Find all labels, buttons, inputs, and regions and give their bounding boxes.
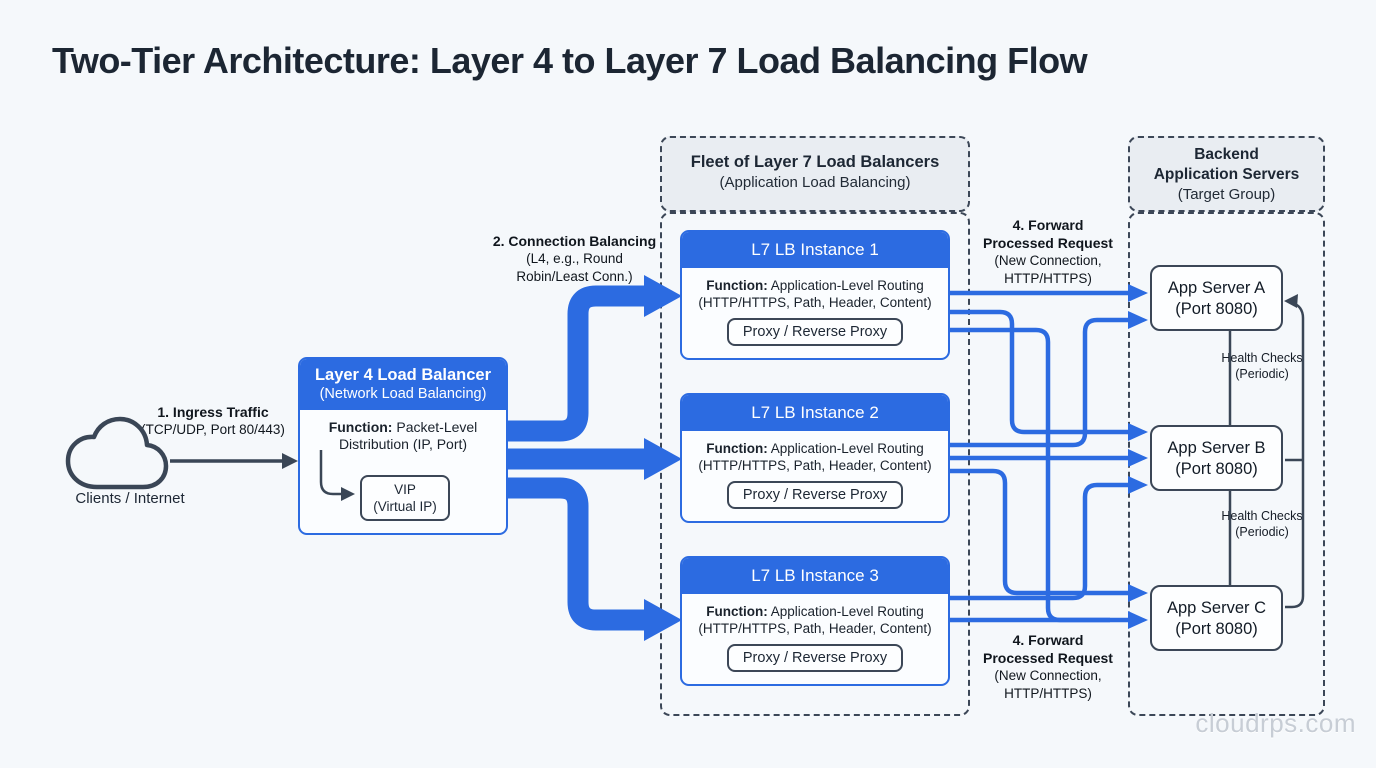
l7-lb-instance-1-function-label: Function: <box>706 278 768 293</box>
l7-lb-instance-2-function-text: Application-Level Routing (HTTP/HTTPS, P… <box>698 441 932 473</box>
l7-lb-instance-1-box: L7 LB Instance 1 Function: Application-L… <box>680 230 950 360</box>
ingress-traffic-title: 1. Ingress Traffic <box>157 404 269 420</box>
health-checks-label-bc: Health Checks (Periodic) <box>1220 508 1304 540</box>
vip-subtitle: (Virtual IP) <box>373 498 437 514</box>
l7-lb-instance-2-box: L7 LB Instance 2 Function: Application-L… <box>680 393 950 523</box>
l7-lb-instance-1-title: L7 LB Instance 1 <box>682 232 948 268</box>
app-server-a-box: App Server A (Port 8080) <box>1150 265 1283 331</box>
l7-lb-instance-3-box: L7 LB Instance 3 Function: Application-L… <box>680 556 950 686</box>
l7-lb-instance-3-function-text: Application-Level Routing (HTTP/HTTPS, P… <box>698 604 932 636</box>
fleet-title: Fleet of Layer 7 Load Balancers <box>690 153 940 171</box>
l7-lb-instance-1-function-text: Application-Level Routing (HTTP/HTTPS, P… <box>698 278 932 310</box>
l7-lb-instance-2-proxy: Proxy / Reverse Proxy <box>726 481 904 509</box>
vip-title: VIP <box>394 482 416 497</box>
page-title: Two-Tier Architecture: Layer 4 to Layer … <box>52 40 1088 81</box>
health-checks-bc-subtitle: (Periodic) <box>1235 525 1289 539</box>
line-i1-to-c <box>950 327 1110 623</box>
line-i1-to-b <box>950 309 1130 435</box>
l7-to-backend-lines <box>950 290 1130 623</box>
l7-lb-instance-3-title: L7 LB Instance 3 <box>682 558 948 594</box>
l4-lb-subtitle: (Network Load Balancing) <box>319 386 487 402</box>
line-i2-to-a <box>950 317 1130 448</box>
l4-lb-header: Layer 4 Load Balancer (Network Load Bala… <box>300 359 506 410</box>
line-i3-to-b <box>950 482 1130 601</box>
l7-lb-instance-1-function: Function: Application-Level Routing (HTT… <box>684 277 946 311</box>
l4-lb-function: Function: Packet-Level Distribution (IP,… <box>307 419 499 453</box>
backend-title-line2: Application Servers <box>1153 166 1300 183</box>
ingress-traffic-label: 1. Ingress Traffic (TCP/UDP, Port 80/443… <box>128 403 298 439</box>
l4-lb-function-text: Packet-Level Distribution (IP, Port) <box>338 419 478 452</box>
l7-lb-instance-2-function: Function: Application-Level Routing (HTT… <box>684 440 946 474</box>
ingress-arrow <box>170 453 298 469</box>
app-server-c-name: App Server C <box>1166 599 1267 617</box>
clients-label: Clients / Internet <box>75 490 185 507</box>
l4-to-l7-arrows <box>506 285 646 631</box>
backend-title-line1: Backend <box>1194 146 1259 163</box>
app-server-c-port: (Port 8080) <box>1175 620 1258 638</box>
l4-to-l7-arrow-bottom <box>506 477 646 631</box>
l7-lb-instance-3-function: Function: Application-Level Routing (HTT… <box>684 603 946 637</box>
l7-lb-instance-3-function-label: Function: <box>706 604 768 619</box>
l7-lb-instance-1-proxy: Proxy / Reverse Proxy <box>726 318 904 346</box>
l7-lb-instance-2-title: L7 LB Instance 2 <box>682 395 948 431</box>
connection-balancing-subtitle: (L4, e.g., Round Robin/Least Conn.) <box>516 251 633 284</box>
forward-request-label-top: 4. Forward Processed Request (New Connec… <box>978 216 1118 287</box>
backend-subtitle: (Target Group) <box>1177 186 1276 203</box>
l7-lb-instance-2-function-label: Function: <box>706 441 768 456</box>
fleet-subtitle: (Application Load Balancing) <box>719 174 911 191</box>
ingress-traffic-subtitle: (TCP/UDP, Port 80/443) <box>141 422 285 437</box>
l4-lb-function-label: Function: <box>328 419 393 435</box>
health-checks-ab-title: Health Checks <box>1221 351 1303 365</box>
vip-box: VIP (Virtual IP) <box>360 475 450 521</box>
app-server-b-box: App Server B (Port 8080) <box>1150 425 1283 491</box>
forward-request-bottom-subtitle: (New Connection, HTTP/HTTPS) <box>994 668 1102 701</box>
app-server-b-name: App Server B <box>1167 439 1266 457</box>
backend-zone-header: Backend Application Servers (Target Grou… <box>1128 136 1325 212</box>
watermark: cloudrps.com <box>1195 708 1356 738</box>
forward-request-bottom-title: 4. Forward Processed Request <box>983 632 1113 666</box>
forward-request-top-title: 4. Forward Processed Request <box>983 217 1113 251</box>
fleet-zone-header: Fleet of Layer 7 Load Balancers (Applica… <box>660 136 970 212</box>
l4-load-balancer-box: Layer 4 Load Balancer (Network Load Bala… <box>298 357 508 535</box>
health-checks-ab-subtitle: (Periodic) <box>1235 367 1289 381</box>
app-server-b-port: (Port 8080) <box>1175 460 1258 478</box>
connection-balancing-label: 2. Connection Balancing (L4, e.g., Round… <box>482 232 667 285</box>
health-checks-bc-title: Health Checks <box>1221 509 1303 523</box>
health-checks-label-ab: Health Checks (Periodic) <box>1220 350 1304 382</box>
forward-request-top-subtitle: (New Connection, HTTP/HTTPS) <box>994 253 1102 286</box>
app-server-c-box: App Server C (Port 8080) <box>1150 585 1283 651</box>
line-i2-to-c <box>950 468 1130 596</box>
l4-to-l7-arrow-top <box>506 285 646 442</box>
l7-lb-instance-3-proxy: Proxy / Reverse Proxy <box>726 644 904 672</box>
forward-request-label-bottom: 4. Forward Processed Request (New Connec… <box>978 631 1118 702</box>
app-server-a-name: App Server A <box>1167 279 1266 297</box>
app-server-a-port: (Port 8080) <box>1175 300 1258 318</box>
l4-lb-title: Layer 4 Load Balancer <box>314 366 492 384</box>
connection-balancing-title: 2. Connection Balancing <box>492 233 657 249</box>
